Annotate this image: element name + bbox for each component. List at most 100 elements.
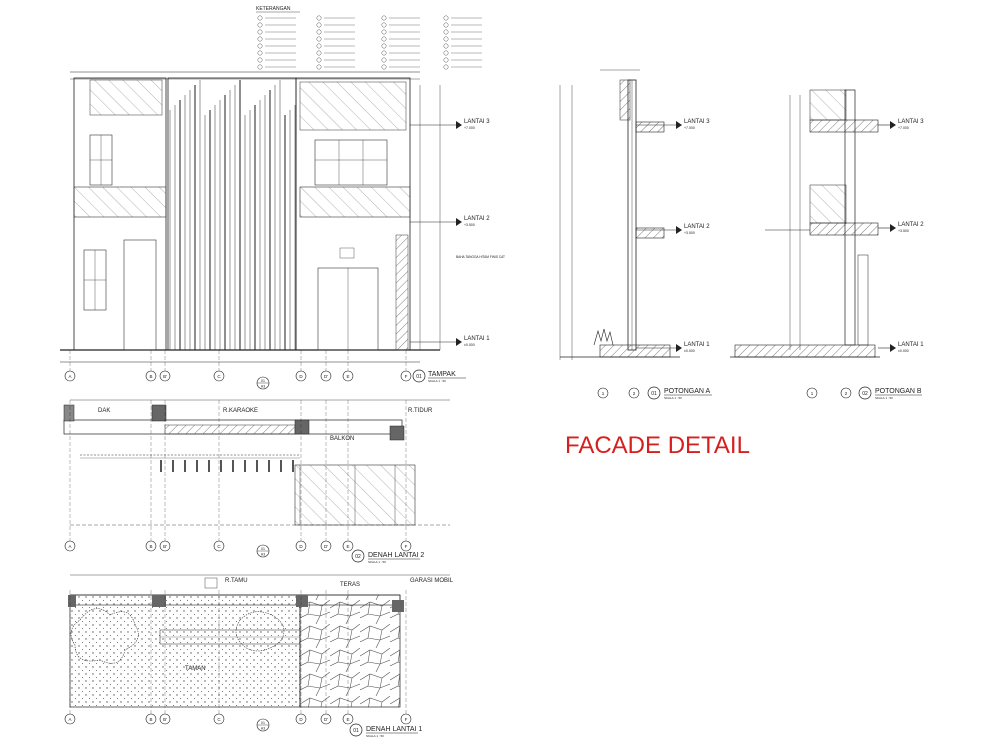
section-b-grid-1: 1	[811, 391, 814, 396]
railing-post	[220, 460, 222, 472]
elevation-level-3: LANTAI 3	[464, 119, 490, 125]
section-a-title-block: 01 POTONGAN A SKALA 1 : 50	[647, 386, 712, 400]
section-a-levels: LANTAI 3 +7.000 LANTAI 2 +3.500 LANTAI 1…	[636, 119, 710, 353]
railing-post	[160, 460, 162, 472]
grid-label: F	[405, 374, 408, 379]
legend-symbol	[257, 64, 263, 70]
grid-label: C	[217, 717, 221, 722]
legend-symbol	[443, 22, 449, 28]
plan2-room-labels: DAK R.KARAOKE BALKON R.TIDUR	[98, 408, 433, 442]
legend-symbol	[443, 43, 449, 49]
legend-symbol	[316, 15, 322, 21]
grid-bubble	[342, 713, 354, 725]
legend-symbol	[443, 29, 449, 35]
grid-bubble	[320, 540, 332, 552]
grid-label: D	[299, 544, 303, 549]
plan1-room-labels: R.TAMU TERAS GARASI MOBIL TAMAN	[185, 578, 454, 672]
grid-bubble	[213, 370, 225, 382]
plan2-section-callout: 01 A3	[256, 544, 270, 558]
section-a-number: 01	[651, 391, 657, 397]
railing-post	[244, 460, 246, 472]
legend-heading: KETERANGAN	[256, 6, 291, 12]
section-b-level-3: LANTAI 3	[898, 119, 924, 125]
grid-bubble	[295, 713, 307, 725]
section-b-drawing: LANTAI 3 +7.000 LANTAI 2 +3.500 LANTAI 1…	[730, 89, 924, 400]
grid-bubble	[64, 370, 76, 382]
grid-bubble	[320, 713, 332, 725]
section-a-title: POTONGAN A	[664, 388, 710, 395]
section-b-scale: SKALA 1 : 50	[875, 396, 893, 400]
grid-label: D'	[324, 717, 328, 722]
grid-label: B	[149, 544, 152, 549]
plan1-room-tamu: R.TAMU	[225, 578, 248, 584]
section-b-level-3-value: +7.000	[898, 126, 909, 130]
section-b-title-block: 02 POTONGAN B SKALA 1 : 50	[858, 386, 922, 400]
section-a-level-3-value: +7.000	[684, 126, 695, 130]
grid-bubble	[159, 713, 171, 725]
elevation-level-1-value: ±0.000	[464, 343, 475, 347]
section-b-grid-2: 2	[845, 391, 848, 396]
legend-symbol	[443, 50, 449, 56]
legend-symbol	[381, 50, 387, 56]
elevation-number: 01	[416, 374, 422, 380]
section-b-title: POTONGAN B	[875, 388, 922, 395]
plan2-title-block: 02 DENAH LANTAI 2 SKALA 1 : 50	[351, 549, 424, 564]
grid-label: A	[68, 717, 71, 722]
plan1-callout-number: 01	[261, 721, 265, 725]
plan1-scale: SKALA 1 : 50	[366, 734, 384, 738]
grid-label: E	[346, 544, 349, 549]
legend: KETERANGAN	[256, 6, 482, 70]
grid-label: A	[68, 544, 71, 549]
section-b-grid: 1 2	[806, 387, 852, 399]
plan2-room-tidur: R.TIDUR	[408, 408, 433, 414]
section-b-number: 02	[862, 391, 868, 397]
railing-post	[232, 460, 234, 472]
grid-bubble	[342, 370, 354, 382]
elevation-title: TAMPAK	[428, 371, 456, 378]
grid-label: B'	[163, 717, 167, 722]
grid-bubble	[64, 713, 76, 725]
section-a-level-2: LANTAI 2	[684, 224, 710, 230]
legend-symbol	[257, 22, 263, 28]
legend-symbol	[257, 29, 263, 35]
plan1-section-callout: 01 A3	[256, 718, 270, 732]
legend-symbol	[381, 22, 387, 28]
grid-label: D'	[324, 374, 328, 379]
plan1-title: DENAH LANTAI 1	[366, 726, 422, 733]
legend-symbol	[316, 36, 322, 42]
section-a-grid: 1 2	[597, 387, 640, 399]
grid-label: B'	[163, 374, 167, 379]
railing-post	[280, 460, 282, 472]
grid-label: E	[346, 374, 349, 379]
grid-bubble	[145, 540, 157, 552]
section-b-level-2-value: +3.500	[898, 229, 909, 233]
elevation-level-3-value: +7.000	[464, 126, 475, 130]
railing-post	[172, 460, 174, 472]
section-a-level-3: LANTAI 3	[684, 119, 710, 125]
legend-symbol	[381, 15, 387, 21]
legend-symbol	[257, 36, 263, 42]
grid-bubble	[159, 540, 171, 552]
grid-bubble	[342, 540, 354, 552]
railing-post	[196, 460, 198, 472]
legend-symbol	[257, 57, 263, 63]
grid-label: B	[149, 374, 152, 379]
legend-symbol	[381, 57, 387, 63]
plan1-room-teras: TERAS	[340, 582, 360, 588]
elevation-callout-number: 01	[261, 379, 265, 383]
railing-post	[184, 460, 186, 472]
elevation-callout-sheet: A3	[261, 385, 265, 389]
legend-symbol	[381, 36, 387, 42]
grid-bubble	[400, 540, 412, 552]
grid-bubble	[145, 713, 157, 725]
plan1-room-taman: TAMAN	[185, 666, 206, 672]
grid-label: C	[217, 374, 221, 379]
grid-bubble	[320, 370, 332, 382]
plan1-number: 01	[353, 728, 359, 734]
grid-label: A	[68, 374, 71, 379]
